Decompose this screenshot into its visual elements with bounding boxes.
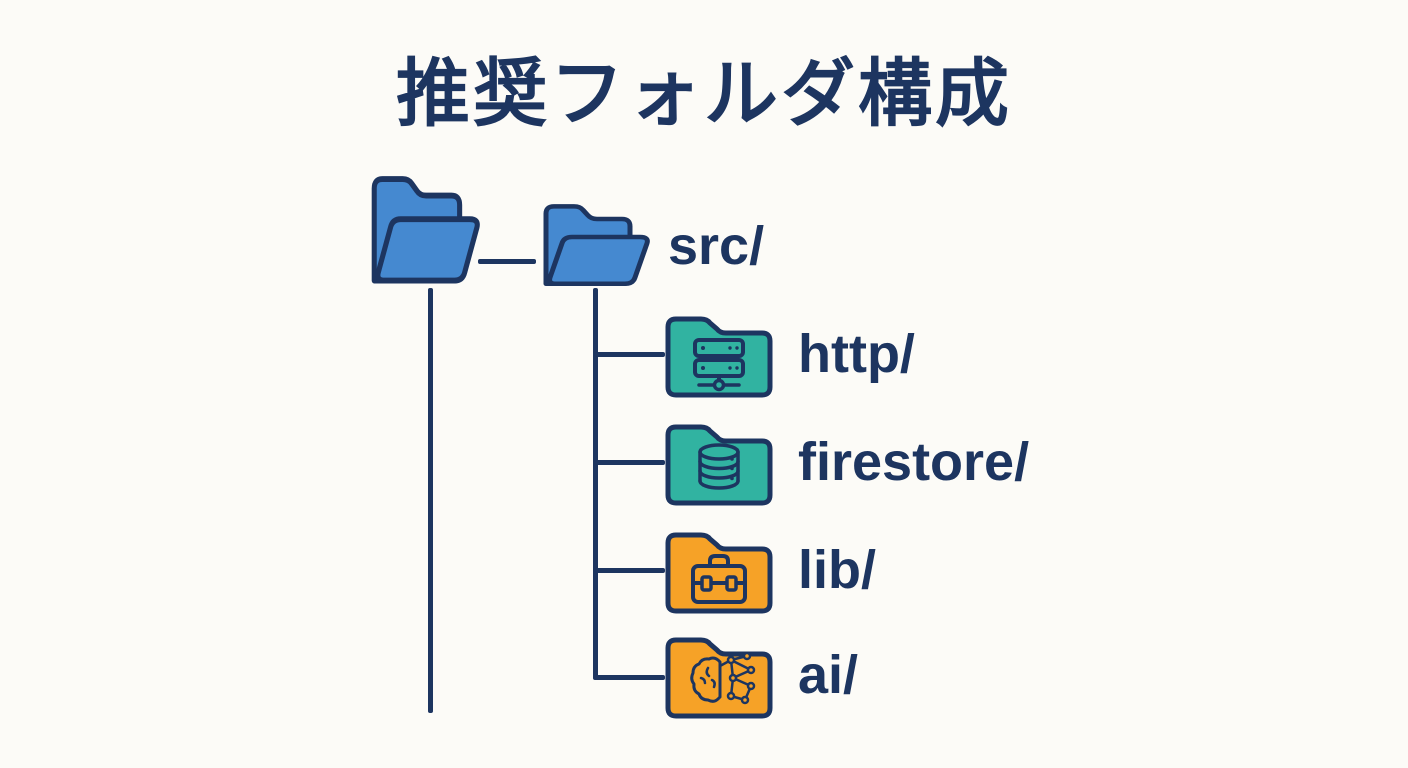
branch-line-ai <box>595 675 665 680</box>
open-folder-front <box>375 216 480 284</box>
src-vertical-line <box>593 288 598 680</box>
folder-label-firestore: firestore/ <box>798 432 1030 492</box>
root-vertical-line <box>428 288 433 713</box>
open-folder-front <box>547 234 650 287</box>
folder-label-ai: ai/ <box>798 645 859 705</box>
folder-body <box>665 532 773 614</box>
server-icon <box>693 338 745 392</box>
folder-label-src: src/ <box>668 216 765 276</box>
toolbox-icon <box>691 554 747 604</box>
http-folder-icon <box>665 316 773 398</box>
branch-line-lib <box>595 568 665 573</box>
lib-folder-icon <box>665 532 773 614</box>
firestore-folder-icon <box>665 424 773 506</box>
ai-folder-icon <box>665 637 773 719</box>
brain-icon <box>690 651 756 705</box>
folder-label-http: http/ <box>798 324 915 384</box>
branch-line-firestore <box>595 460 665 465</box>
branch-line-http <box>595 352 665 357</box>
root-folder-icon <box>371 176 480 284</box>
src-folder-icon <box>543 204 650 287</box>
connector-root-to-src <box>478 259 536 264</box>
database-icon <box>698 443 740 490</box>
page-title: 推奨フォルダ構成 <box>396 51 1012 137</box>
folder-body <box>665 424 773 506</box>
folder-label-lib: lib/ <box>798 540 876 600</box>
